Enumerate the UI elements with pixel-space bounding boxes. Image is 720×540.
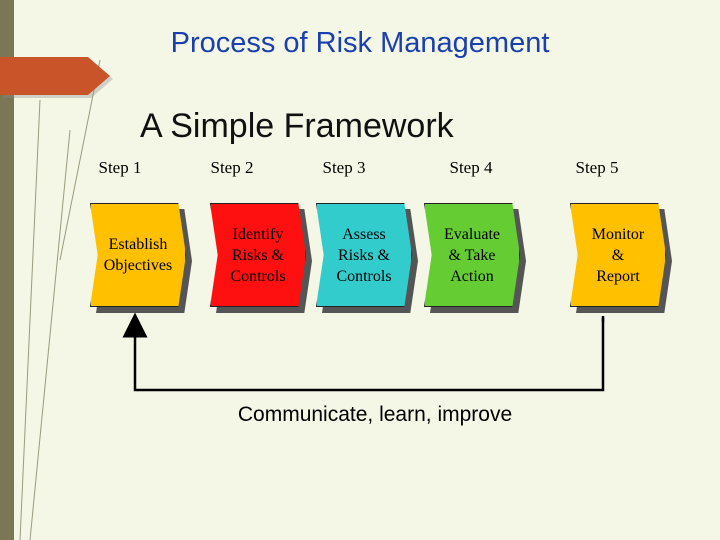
- step-4-line-3: Action: [450, 267, 494, 285]
- feedback-loop-line: [122, 312, 605, 392]
- step-label-1: Step 1: [98, 158, 142, 177]
- step-box-1: Establish Objectives: [90, 203, 186, 307]
- step-1-line-1: Establish: [108, 236, 168, 253]
- left-accent-bar: [0, 0, 14, 540]
- step-1-line-2: Objectives: [103, 257, 173, 274]
- step-label-5: Step 5: [575, 158, 619, 177]
- step-5-line-3: Report: [596, 267, 640, 285]
- step-2-line-2: Risks &: [231, 246, 284, 264]
- step-box-4: Evaluate & Take Action: [424, 203, 520, 307]
- feedback-text: Communicate, learn, improve: [237, 403, 513, 426]
- step-box-2: Identify Risks & Controls: [210, 203, 306, 307]
- step-4-line-2: & Take: [448, 246, 496, 264]
- title-tab: [0, 57, 110, 95]
- slide-subtitle: A Simple Framework: [140, 107, 454, 145]
- step-2-line-1: Identify: [232, 225, 284, 243]
- step-5-line-1: Monitor: [591, 225, 645, 243]
- step-3-line-1: Assess: [342, 225, 386, 243]
- step-3-line-2: Risks &: [337, 246, 390, 264]
- step-label-2: Step 2: [210, 158, 254, 177]
- step-2-line-3: Controls: [230, 267, 286, 285]
- step-label-4: Step 4: [449, 158, 493, 177]
- step-box-3: Assess Risks & Controls: [316, 203, 412, 307]
- step-label-3: Step 3: [322, 158, 366, 177]
- slide-title: Process of Risk Management: [170, 27, 550, 59]
- step-box-5: Monitor & Report: [570, 203, 666, 307]
- step-4-line-1: Evaluate: [444, 225, 500, 243]
- decorative-lines: [19, 59, 101, 540]
- step-5-line-2: &: [611, 246, 625, 264]
- step-3-line-3: Controls: [336, 267, 392, 285]
